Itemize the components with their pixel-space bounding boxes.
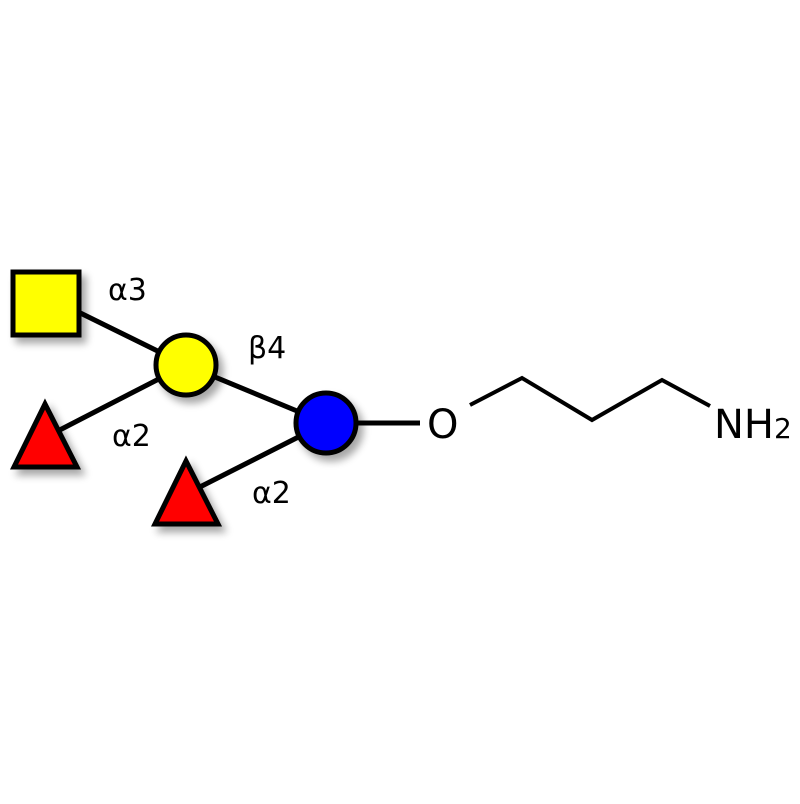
- linker-chain: [469, 375, 711, 423]
- linkage-beta4: β4: [248, 331, 286, 366]
- linkage-alpha2-lower: α2: [252, 476, 291, 511]
- bonds: [48, 300, 420, 495]
- oxygen-label: O: [427, 402, 458, 448]
- linkage-alpha2-upper: α2: [112, 419, 151, 454]
- amine-label: NH2: [714, 402, 792, 448]
- linkage-alpha3: α3: [108, 273, 147, 308]
- glc-circle: [293, 390, 359, 456]
- fuc2-triangle: [150, 455, 223, 527]
- galnac-square: [10, 269, 82, 338]
- gal-circle: [153, 332, 219, 398]
- fuc1-triangle: [9, 398, 82, 470]
